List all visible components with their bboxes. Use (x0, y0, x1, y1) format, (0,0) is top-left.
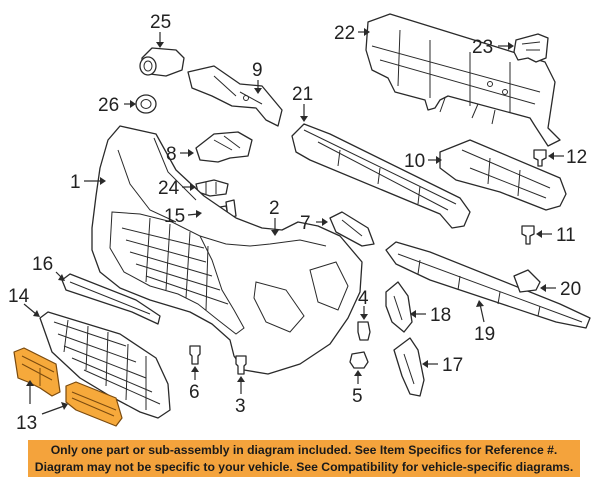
callout-2: 2 (269, 198, 280, 219)
part-5-clip (349, 351, 369, 369)
part-7-bracket (329, 211, 375, 247)
callout-18: 18 (430, 305, 451, 326)
callout-25: 25 (150, 12, 171, 33)
callout-17: 17 (442, 355, 463, 376)
part-16-molding (61, 273, 161, 325)
callout-11: 11 (556, 225, 576, 246)
part-13-bracket-highlighted (13, 347, 123, 427)
part-23-bracket (513, 33, 549, 63)
callout-3: 3 (235, 396, 246, 417)
callout-19: 19 (474, 324, 495, 345)
callout-26: 26 (98, 95, 119, 116)
callout-15: 15 (164, 206, 185, 227)
callout-numbers: 1 2 3 4 5 6 7 8 9 10 11 12 13 14 15 16 1… (8, 12, 587, 434)
part-24-clip (195, 179, 229, 197)
callout-10: 10 (404, 151, 425, 172)
part-9-upper-bracket (187, 65, 283, 127)
callout-5: 5 (352, 386, 363, 407)
part-25-parking-sensor (139, 47, 185, 77)
part-1-bumper-cover (91, 125, 363, 375)
disclaimer-line-2: Diagram may not be specific to your vehi… (34, 460, 574, 474)
callout-6: 6 (189, 382, 200, 403)
part-12-clip (533, 149, 547, 167)
part-20-bracket (513, 269, 541, 293)
part-8-side-bracket (195, 131, 253, 163)
callout-8: 8 (166, 144, 177, 165)
callout-23: 23 (472, 37, 493, 58)
callout-22: 22 (334, 23, 355, 44)
part-14-lower-grille (39, 311, 171, 419)
callout-12: 12 (566, 147, 587, 168)
callout-20: 20 (560, 279, 581, 300)
part-17-bezel (393, 337, 425, 397)
callout-4: 4 (358, 288, 369, 309)
callout-9: 9 (252, 60, 263, 81)
callout-13: 13 (16, 413, 37, 434)
part-19-spoiler (385, 241, 591, 329)
callout-24: 24 (158, 178, 180, 199)
part-18-bezel (385, 281, 413, 333)
disclaimer-banner: Only one part or sub-assembly in diagram… (28, 440, 580, 477)
callout-16: 16 (32, 254, 53, 275)
part-3-clip (235, 355, 247, 375)
part-21-energy-absorber (291, 123, 471, 229)
leader-lines (23, 28, 564, 415)
callout-21: 21 (292, 84, 313, 105)
part-26-sensor-retainer (135, 94, 157, 114)
part-22-reinforcement-bar (365, 13, 561, 147)
callout-14: 14 (8, 286, 30, 307)
callout-1: 1 (70, 172, 81, 193)
callout-7: 7 (300, 213, 311, 234)
disclaimer-line-1: Only one part or sub-assembly in diagram… (50, 443, 558, 457)
part-10-support (439, 139, 567, 211)
part-4-clip (357, 321, 371, 341)
part-6-clip (189, 345, 201, 365)
part-11-clip (521, 225, 535, 245)
